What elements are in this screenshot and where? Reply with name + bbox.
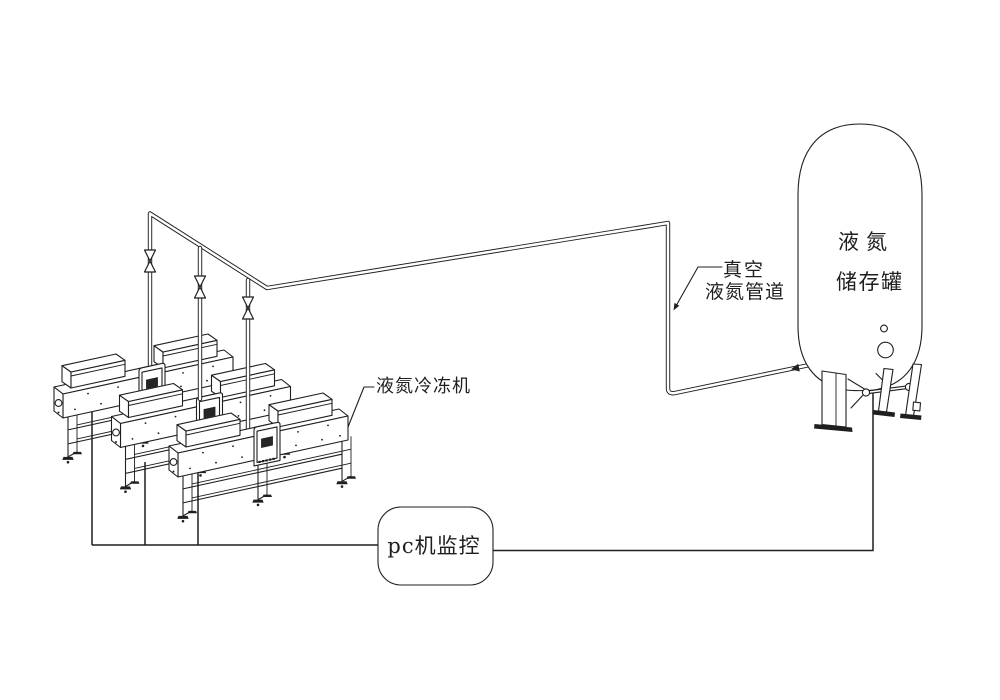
- tank-label-line2: 储存罐: [836, 270, 904, 294]
- pc-monitor-node: pc机监控: [377, 506, 494, 586]
- freezer-label: 液氮冷冻机: [347, 376, 471, 428]
- branch-pipes: [143, 245, 255, 434]
- signal-wires: [91, 411, 378, 546]
- valve-icon-2: [193, 275, 207, 299]
- valve-icon-3: [241, 296, 255, 320]
- tank-port-large: [877, 341, 894, 359]
- tank-legs: [814, 363, 923, 432]
- valve-icon-1: [143, 249, 157, 273]
- pipeline-label-line2: 液氮管道: [705, 281, 785, 303]
- tank-body: [797, 123, 923, 392]
- leader-arrow-icon: [673, 302, 680, 311]
- pc-monitor-box: [377, 506, 494, 586]
- pipeline-label: 真空 液氮管道: [673, 259, 785, 311]
- tank-label-line1: 液氮: [838, 230, 894, 254]
- pc-monitor-label: pc机监控: [387, 534, 480, 558]
- signal-wire-tank: [493, 384, 874, 552]
- flow-arrow: [791, 363, 800, 372]
- pipeline-label-line1: 真空: [723, 259, 765, 281]
- freezer-label-text: 液氮冷冻机: [376, 376, 471, 397]
- tank-port-small: [880, 324, 888, 333]
- storage-tank: 液氮 储存罐: [493, 123, 923, 552]
